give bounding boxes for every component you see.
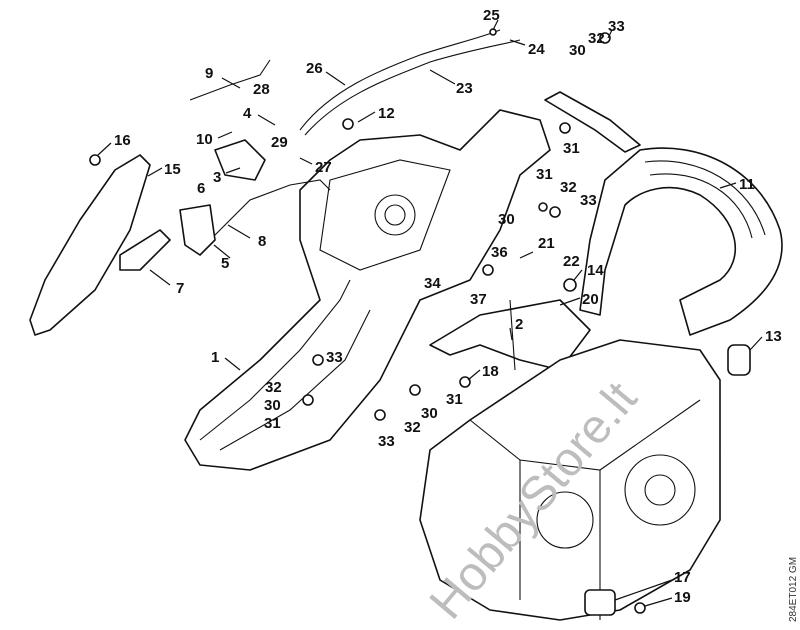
part-label: 15 — [164, 161, 181, 178]
part-label: 20 — [582, 291, 599, 308]
part-label: 33 — [378, 433, 395, 450]
cap — [584, 589, 616, 616]
part-label: 3 — [213, 169, 221, 186]
part-label: 32 — [560, 179, 577, 196]
part-label: 7 — [176, 280, 184, 297]
part-label: 12 — [378, 105, 395, 122]
part-label: 5 — [221, 255, 229, 272]
part-label: 14 — [587, 262, 604, 279]
part-label: 6 — [197, 180, 205, 197]
buffer — [727, 344, 751, 376]
part-label: 19 — [674, 589, 691, 606]
part-label: 18 — [482, 363, 499, 380]
rear-handle-housing — [184, 109, 551, 471]
part-label: 32 — [404, 419, 421, 436]
part-label: 21 — [538, 235, 555, 252]
part-label: 26 — [306, 60, 323, 77]
part-label: 25 — [483, 7, 500, 24]
part-label: 23 — [456, 80, 473, 97]
part-label: 33 — [326, 349, 343, 366]
part-label: 33 — [608, 18, 625, 35]
engine-block — [419, 339, 721, 621]
part-label: 31 — [446, 391, 463, 408]
part-label: 2 — [515, 316, 523, 333]
trigger-lockout — [119, 229, 171, 271]
part-label: 31 — [264, 415, 281, 432]
part-label: 10 — [196, 131, 213, 148]
part-label: 32 — [588, 30, 605, 47]
part-label: 31 — [536, 166, 553, 183]
part-label: 4 — [243, 105, 252, 122]
part-label: 22 — [563, 253, 580, 270]
drawing-code: 284ET012 GM — [788, 557, 799, 622]
part-label: 27 — [315, 159, 332, 176]
part-label: 30 — [569, 42, 586, 59]
part-label: 9 — [205, 65, 213, 82]
part-label: 30 — [264, 397, 281, 414]
part-label: 30 — [498, 211, 515, 228]
part-label: 11 — [739, 176, 755, 193]
side-cover — [29, 154, 151, 336]
part-label: 13 — [765, 328, 782, 345]
part-label: 28 — [253, 81, 270, 98]
part-label: 16 — [114, 132, 131, 149]
part-label: 33 — [580, 192, 597, 209]
part-label: 32 — [265, 379, 282, 396]
part-label: 30 — [421, 405, 438, 422]
part-label: 24 — [528, 41, 545, 58]
switch-shaft — [214, 139, 266, 181]
handlebar — [579, 147, 783, 336]
part-label: 29 — [271, 134, 288, 151]
part-label: 17 — [674, 569, 691, 586]
part-label: 8 — [258, 233, 266, 250]
part-label: 31 — [563, 140, 580, 157]
part-label: 37 — [470, 291, 487, 308]
part-label: 1 — [211, 349, 219, 366]
part-label: 36 — [491, 244, 508, 261]
part-label: 34 — [424, 275, 441, 292]
throttle-trigger — [179, 204, 216, 256]
